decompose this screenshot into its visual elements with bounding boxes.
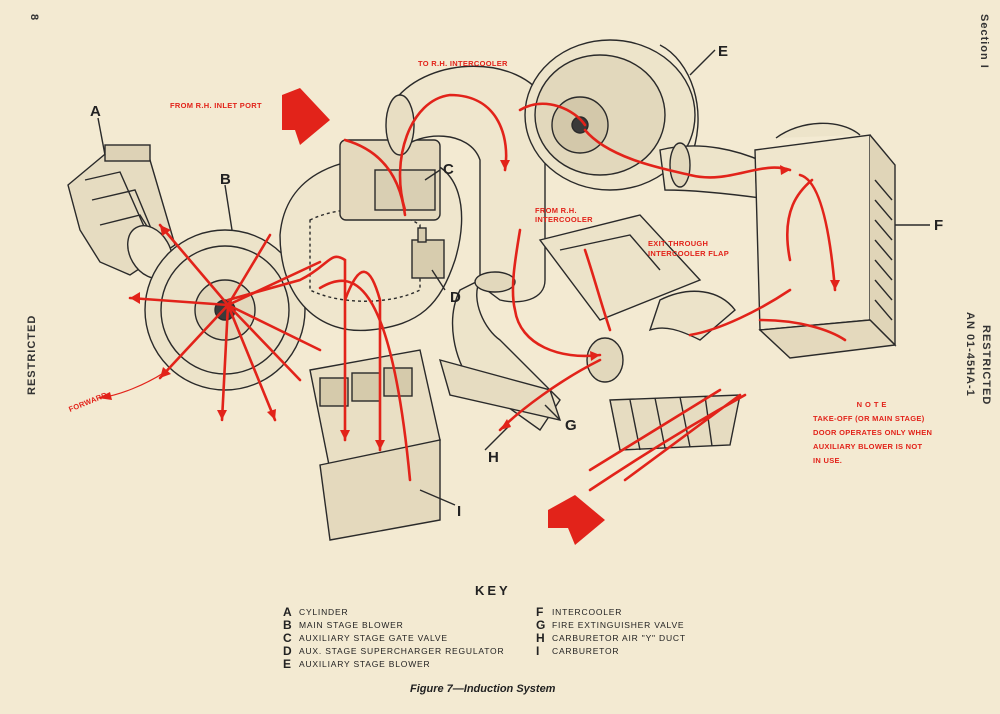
label-to-rh-intercooler: TO R.H. INTERCOOLER bbox=[418, 59, 508, 68]
big-arrow-inlet bbox=[282, 88, 330, 145]
key-title: KEY bbox=[475, 583, 511, 598]
label-from-rh-intercooler-2: INTERCOOLER bbox=[535, 215, 593, 224]
elbow-duct bbox=[385, 65, 546, 303]
label-forward: FORWARD bbox=[67, 390, 108, 414]
cylinder-part bbox=[67, 144, 176, 279]
note-line: IN USE. bbox=[813, 456, 843, 465]
letter-i: I bbox=[457, 503, 461, 520]
letter-e: E bbox=[718, 43, 728, 60]
figure-caption: Figure 7—Induction System bbox=[410, 683, 556, 695]
label-exit-through-1: EXIT THROUGH bbox=[648, 239, 708, 248]
note-line: TAKE-OFF (OR MAIN STAGE) bbox=[813, 414, 925, 423]
letter-f: F bbox=[934, 217, 943, 234]
big-arrow-intake bbox=[548, 495, 605, 545]
letter-h: H bbox=[488, 449, 499, 466]
label-from-rh-inlet-port: FROM R.H. INLET PORT bbox=[170, 101, 262, 110]
gate-valve-part bbox=[339, 139, 441, 221]
note-line: AUXILIARY BLOWER IS NOT bbox=[813, 442, 923, 451]
letter-c: C bbox=[443, 161, 454, 178]
letter-d: D bbox=[450, 289, 461, 306]
letter-a: A bbox=[90, 103, 101, 120]
aux-stage-blower-part bbox=[524, 39, 699, 191]
regulator-part bbox=[411, 227, 445, 279]
label-from-rh-intercooler-1: FROM R.H. bbox=[535, 206, 577, 215]
letter-g: G bbox=[565, 417, 577, 434]
note-title: NOTE bbox=[856, 400, 890, 409]
note-box: NOTE TAKE-OFF (OR MAIN STAGE) DOOR OPERA… bbox=[813, 398, 963, 468]
letter-b: B bbox=[220, 171, 231, 188]
note-line: DOOR OPERATES ONLY WHEN bbox=[813, 428, 933, 437]
forward-pointer bbox=[99, 371, 166, 399]
label-exit-through-2: INTERCOOLER FLAP bbox=[648, 249, 729, 258]
carburetor-part bbox=[309, 349, 441, 541]
intercooler-part bbox=[754, 122, 897, 359]
